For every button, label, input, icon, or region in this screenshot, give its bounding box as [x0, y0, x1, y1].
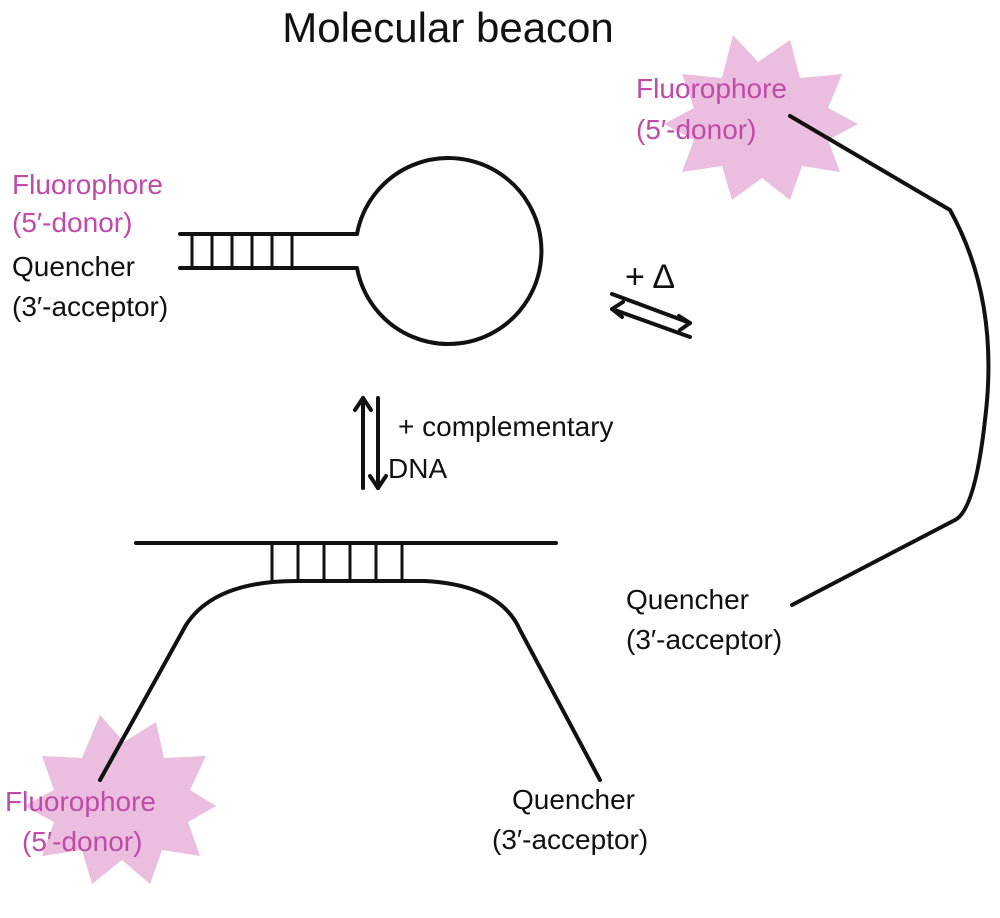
hairpin-fluorophore-label: Fluorophore: [12, 169, 163, 200]
open-quencher-label: Quencher: [626, 584, 749, 615]
heat-label: + Δ: [625, 258, 675, 296]
hybrid-fluorophore-role: (5′-donor): [22, 826, 142, 857]
hybrid-quencher-label: Quencher: [512, 784, 635, 815]
heat-equilibrium-arrows: + Δ: [610, 258, 692, 339]
fluorophore-glow-bottom: [24, 715, 216, 884]
hairpin-stem-rungs: [190, 234, 294, 268]
open-quencher-role: (3′-acceptor): [626, 624, 782, 655]
hairpin-beacon: Fluorophore (5′-donor) Quencher (3′-acce…: [12, 156, 544, 346]
open-fluorophore-label: Fluorophore: [636, 73, 787, 104]
hybrid-quencher-role: (3′-acceptor): [492, 824, 648, 855]
hairpin-loop: [178, 156, 544, 346]
beacon-strand-hybrid: [98, 578, 602, 782]
diagram-title: Molecular beacon: [282, 4, 614, 51]
hairpin-quencher-role: (3′-acceptor): [12, 291, 168, 322]
hairpin-quencher-label: Quencher: [12, 251, 135, 282]
dna-label-line2: DNA: [388, 453, 447, 484]
dna-label-line1: + complementary: [398, 411, 614, 442]
open-strand-line: [788, 114, 991, 607]
dna-equilibrium-arrows: + complementary DNA: [353, 396, 614, 490]
open-fluorophore-role: (5′-donor): [636, 114, 756, 145]
fluorophore-glow-top: [664, 35, 858, 200]
hybrid-base-pair-rungs: [270, 543, 404, 583]
hybrid-fluorophore-label: Fluorophore: [5, 786, 156, 817]
hybridized-beacon: Fluorophore (5′-donor) Quencher (3′-acce…: [5, 541, 648, 884]
hairpin-fluorophore-role: (5′-donor): [12, 207, 132, 238]
open-strand-beacon: Fluorophore (5′-donor) Quencher (3′-acce…: [626, 35, 991, 655]
